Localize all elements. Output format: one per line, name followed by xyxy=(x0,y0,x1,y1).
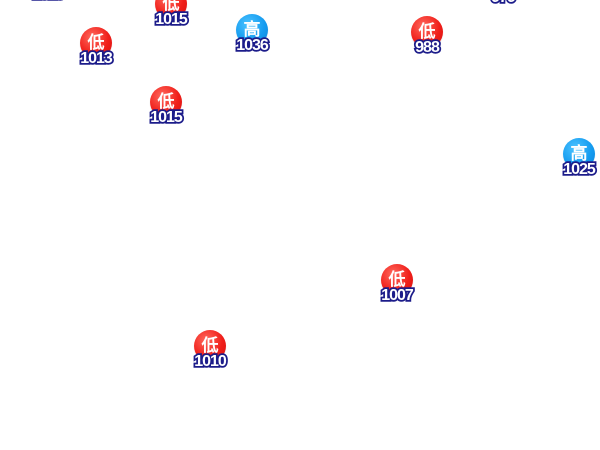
pressure-value: 1015 xyxy=(148,108,184,128)
low-pressure-icon: 低 xyxy=(194,330,226,362)
high-pressure-marker[interactable]: 高 1036 xyxy=(228,14,276,62)
low-pressure-marker[interactable]: 低 1015 xyxy=(147,0,195,36)
low-pressure-marker[interactable]: 低 1007 xyxy=(373,264,421,312)
low-pressure-marker[interactable]: 低 1013 xyxy=(72,27,120,75)
pressure-value: 979 xyxy=(473,0,533,7)
low-pressure-icon: 低 xyxy=(381,264,413,296)
high-pressure-marker[interactable]: 高 1025 xyxy=(555,138,600,186)
low-pressure-marker[interactable]: 低 1015 xyxy=(142,86,190,134)
high-pressure-icon: 高 xyxy=(563,138,595,170)
low-pressure-marker[interactable]: 低 988 xyxy=(403,16,451,64)
pressure-value: 1036 xyxy=(234,36,270,56)
low-pressure-icon: 低 xyxy=(155,0,187,20)
low-pressure-icon: 低 xyxy=(80,27,112,59)
high-pressure-icon: 高 xyxy=(236,14,268,46)
pressure-value: 1010 xyxy=(192,352,228,372)
clipped-pressure-marker[interactable]: 1013 xyxy=(24,0,72,11)
pressure-value: 1013 xyxy=(18,0,78,4)
pressure-value: 1025 xyxy=(561,160,597,180)
low-pressure-icon: 低 xyxy=(411,16,443,48)
pressure-value: 1007 xyxy=(379,286,415,306)
pressure-value: 1013 xyxy=(78,49,114,69)
pressure-value: 988 xyxy=(413,38,441,58)
pressure-value: 1015 xyxy=(153,10,189,30)
clipped-pressure-marker[interactable]: 979 xyxy=(479,0,527,14)
low-pressure-marker[interactable]: 低 1010 xyxy=(186,330,234,378)
low-pressure-icon: 低 xyxy=(150,86,182,118)
